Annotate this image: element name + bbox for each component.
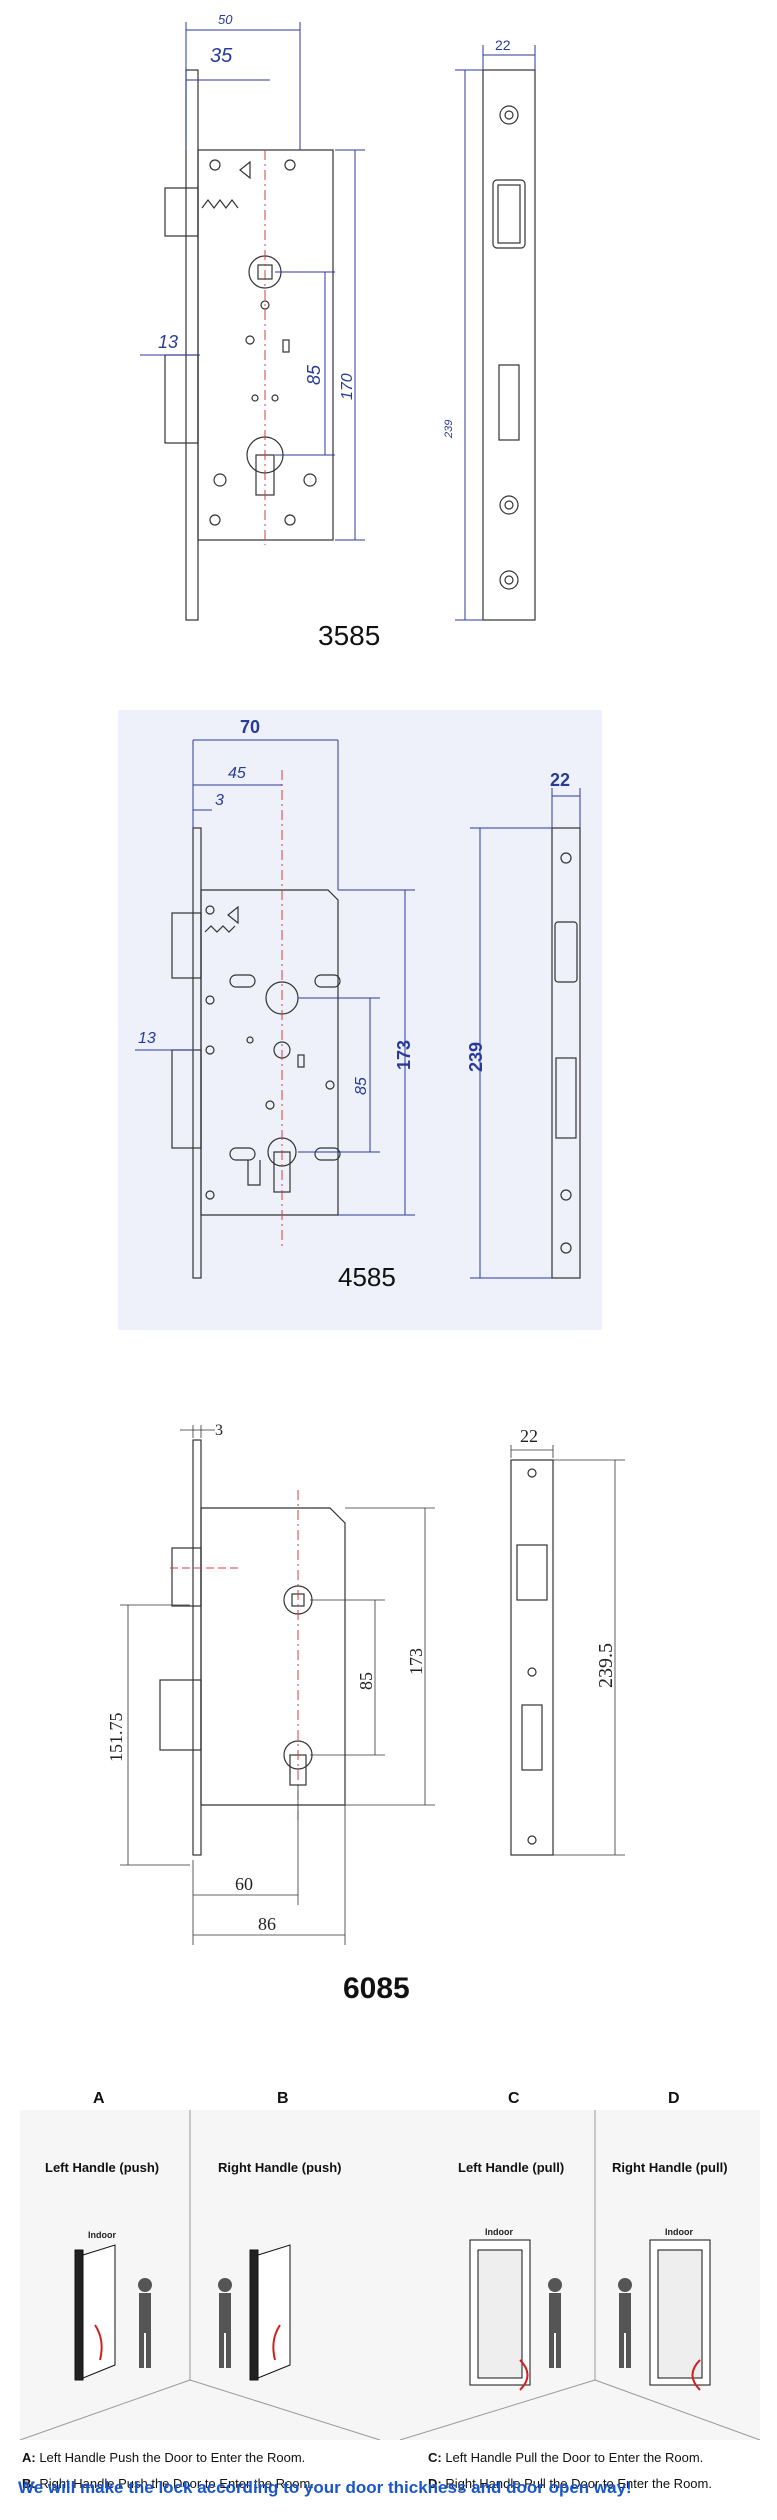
lock-diagram-3585: 50 35 13 85 170 239 22 3585 <box>0 0 777 680</box>
dim-6085-backset: 60 <box>235 1874 253 1894</box>
letter-a: A <box>93 2090 105 2107</box>
door-opening-guide: A B C D <box>0 2080 777 2520</box>
dim-4585-backset: 45 <box>228 765 246 782</box>
dim-6085-center: 85 <box>356 1672 376 1690</box>
letter-b: B <box>277 2090 289 2107</box>
dim-6085-bolt-h: 151.75 <box>106 1713 126 1763</box>
dim-6085-faceplate-h: 239.5 <box>595 1643 617 1688</box>
footer-note: We will make the lock according to your … <box>18 2478 632 2497</box>
dim-6085-height: 173 <box>406 1648 426 1675</box>
lock-6085-drawing: 3 151.75 85 173 60 86 22 239.5 <box>106 1422 625 1945</box>
dim-6085-offset: 3 <box>215 1422 223 1439</box>
model-label-3585: 3585 <box>318 620 381 651</box>
model-label-4585: 4585 <box>338 1262 396 1292</box>
door-label-a: Indoor <box>88 2230 116 2240</box>
desc-c: C: Left Handle Pull the Door to Enter th… <box>428 2450 704 2465</box>
dim-3585-width: 50 <box>218 12 233 27</box>
dim-3585-height: 170 <box>339 373 356 400</box>
lock-diagram-6085: 3 151.75 85 173 60 86 22 239.5 6085 <box>0 1390 777 2030</box>
dim-4585-bolt: 13 <box>138 1030 156 1047</box>
door-label-d: Indoor <box>665 2227 693 2237</box>
desc-d: D: Right Handle Pull the Door to Enter t… <box>428 2476 712 2491</box>
lock-diagram-4585: 70 45 3 13 85 173 239 22 4585 <box>0 700 777 1350</box>
dim-4585-faceplate-h: 239 <box>466 1042 486 1072</box>
drawing-background <box>118 710 602 1330</box>
dim-6085-width: 86 <box>258 1914 276 1934</box>
panel-title-d: Right Handle (pull) <box>612 2160 728 2175</box>
desc-a: A: Left Handle Push the Door to Enter th… <box>22 2450 306 2465</box>
lock-4585-drawing: 70 45 3 13 85 173 239 22 <box>135 717 581 1279</box>
dim-3585-bolt: 13 <box>158 332 178 352</box>
dim-3585-backset: 35 <box>210 45 233 67</box>
dim-3585-faceplate-w: 22 <box>495 37 511 53</box>
dim-4585-height: 173 <box>394 1040 414 1070</box>
dim-4585-offset: 3 <box>215 792 224 809</box>
model-label-6085: 6085 <box>343 1972 410 2005</box>
letter-d: D <box>668 2090 680 2107</box>
dim-4585-faceplate-w: 22 <box>550 770 570 790</box>
dim-4585-center: 85 <box>353 1077 370 1095</box>
dim-3585-center: 85 <box>304 364 324 385</box>
panel-title-a: Left Handle (push) <box>45 2160 160 2175</box>
panel-title-b: Right Handle (push) <box>218 2160 342 2175</box>
letter-c: C <box>508 2090 520 2107</box>
dim-4585-width: 70 <box>240 717 260 737</box>
lock-3585-drawing: 50 35 13 85 170 239 22 <box>140 12 536 621</box>
panel-title-c: Left Handle (pull) <box>458 2160 565 2175</box>
dim-3585-faceplate-h: 239 <box>443 420 455 439</box>
door-illustrations: Indoor Indoor Indoor <box>19 2110 761 2440</box>
dim-6085-faceplate-w: 22 <box>520 1426 538 1446</box>
door-label-c: Indoor <box>485 2227 513 2237</box>
desc-b: B: Right Handle Push the Door to Enter t… <box>22 2476 314 2491</box>
